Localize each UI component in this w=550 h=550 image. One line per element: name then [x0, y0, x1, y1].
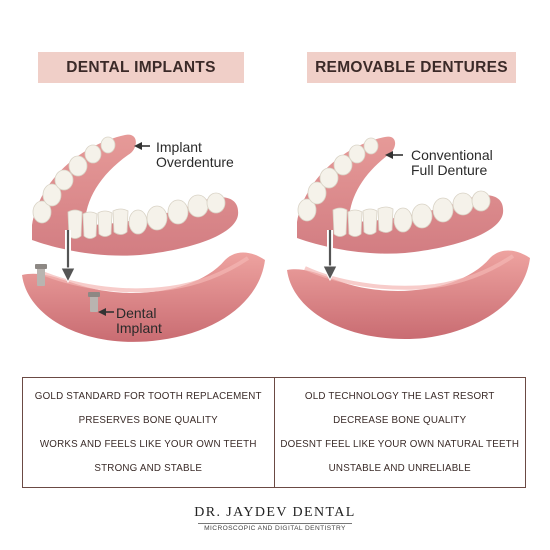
callout-line: Implant [116, 320, 162, 336]
callout-line: Dental [116, 305, 157, 321]
dental-implants-header: DENTAL IMPLANTS [38, 52, 244, 83]
denture-drawback: DOESNT FEEL LIKE YOUR OWN NATURAL TEETH [280, 439, 520, 451]
dentures-column: OLD TECHNOLOGY THE LAST RESORT DECREASE … [273, 378, 526, 487]
brand-tagline-wrap: MICROSCOPIC AND DIGITAL DENTISTRY [0, 523, 550, 532]
callout-line: Conventional [411, 147, 493, 163]
denture-drawback: UNSTABLE AND UNRELIABLE [328, 463, 471, 475]
callout-line: Overdenture [156, 154, 234, 170]
brand-tagline: MICROSCOPIC AND DIGITAL DENTISTRY [198, 523, 352, 532]
implant-overdenture-callout: Implant Overdenture [156, 140, 234, 170]
callout-line: Full Denture [411, 162, 488, 178]
denture-teeth [297, 137, 491, 237]
implant-benefit: PRESERVES BONE QUALITY [78, 414, 218, 426]
removable-dentures-header: REMOVABLE DENTURES [307, 52, 516, 83]
conventional-denture-illustration [287, 136, 530, 340]
insertion-arrow [60, 230, 76, 284]
overdenture-pointer [134, 142, 150, 150]
denture-pointer [385, 151, 403, 159]
implant-overdenture-illustration [22, 134, 265, 342]
brand-name: DR. JAYDEV DENTAL [194, 505, 356, 520]
denture-drawback: DECREASE BONE QUALITY [333, 414, 467, 426]
implant-benefit: WORKS AND FEELS LIKE YOUR OWN TEETH [39, 439, 257, 451]
insertion-arrow [322, 230, 338, 282]
implant-post-right [88, 292, 100, 312]
denture-drawback: OLD TECHNOLOGY THE LAST RESORT [304, 390, 495, 402]
conventional-denture-callout: Conventional Full Denture [411, 148, 493, 178]
dental-implant-callout: Dental Implant [116, 306, 162, 336]
implant-benefit: GOLD STANDARD FOR TOOTH REPLACEMENT [34, 390, 262, 402]
implant-benefit: STRONG AND STABLE [94, 463, 203, 475]
implants-column: GOLD STANDARD FOR TOOTH REPLACEMENT PRES… [23, 378, 274, 487]
denture-teeth [32, 136, 226, 239]
implant-pointer [98, 308, 114, 316]
callout-line: Implant [156, 139, 202, 155]
comparison-table: GOLD STANDARD FOR TOOTH REPLACEMENT PRES… [22, 377, 526, 488]
implant-post-left [35, 264, 47, 286]
